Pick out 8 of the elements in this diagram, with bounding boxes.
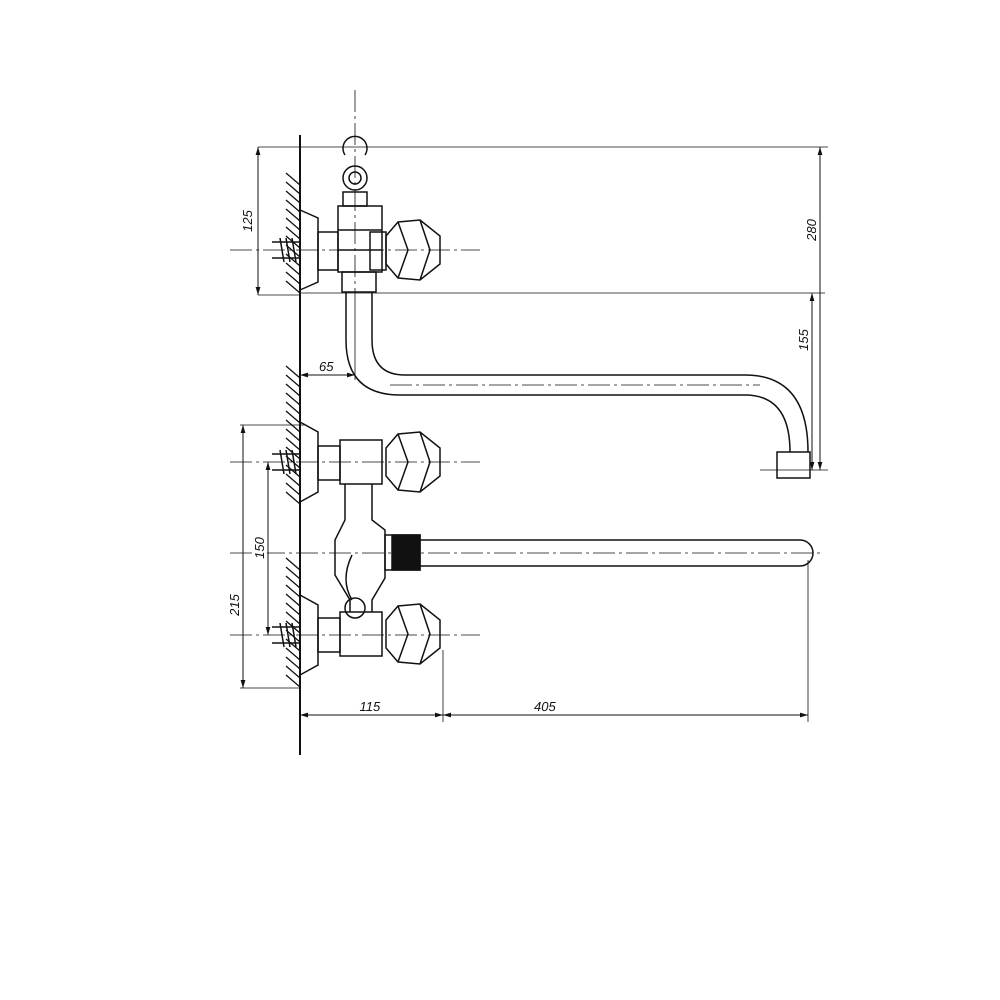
dimension-label: 280 bbox=[804, 218, 819, 242]
dimension-label: 215 bbox=[228, 593, 242, 617]
dimension-label: 155 bbox=[796, 328, 811, 352]
dimension-label: 150 bbox=[252, 536, 267, 560]
dimension-label: 115 bbox=[358, 700, 382, 714]
dimension-label: 125 bbox=[240, 209, 255, 233]
dimension-label: 405 bbox=[533, 700, 557, 714]
dimension-label: 65 bbox=[318, 360, 334, 374]
